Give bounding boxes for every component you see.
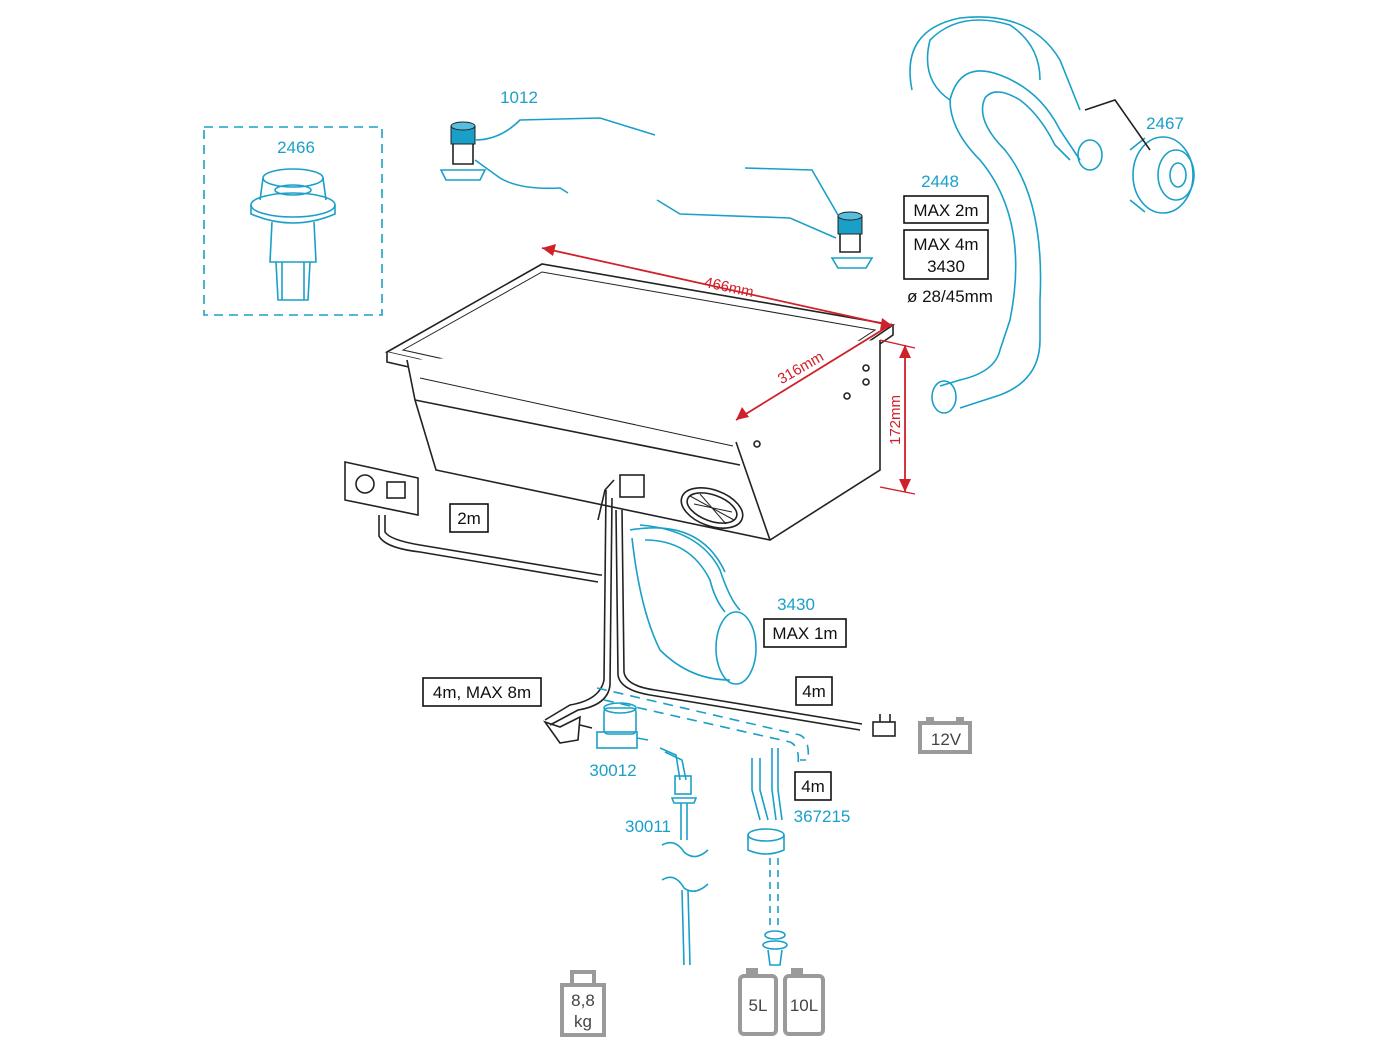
cooker-unit [384,263,896,541]
part-2467-label: 2467 [1146,114,1184,133]
max-1m-text: MAX 1m [772,624,837,643]
max-4m-box [903,229,989,280]
max-2m-text: MAX 2m [913,201,978,220]
fuel-line-box [422,677,542,707]
power-4m-text: 4m [802,682,826,701]
tank-adapter-367215 [747,748,788,966]
part-2448-label: 2448 [921,172,959,191]
part-30012-label: 30012 [589,761,636,780]
tank-4m-text: 4m [801,777,825,796]
dimension-length [541,244,894,330]
cable-2m-box [449,503,489,533]
tank-10l-icon [783,968,825,1036]
dimension-width [735,323,893,421]
cable-2m-text: 2m [457,509,481,528]
fuel-line-text: 4m, MAX 8m [433,683,531,702]
tank-5l-label: 5L [749,996,768,1015]
max-4m-text: MAX 4m [913,235,978,254]
part-2466-label: 2466 [277,138,315,157]
tank-10l-label: 10L [790,996,818,1015]
fuse-holder [872,714,896,737]
exhaust-outlet-2467 [1084,99,1195,214]
max-4m-part-text: 3430 [927,257,965,276]
fuel-filter [542,715,593,744]
igniter-1012 [439,117,874,269]
control-panel [344,461,602,583]
max-2m-box [903,195,989,224]
tank-4m-box [794,771,832,801]
voltage-text: 12V [931,730,962,749]
supply-lines [544,489,863,766]
battery-12v-icon [918,717,972,754]
exhaust-hose-2448 [909,16,1103,414]
part-367215-label: 367215 [794,807,851,826]
tank-5l-icon [738,968,778,1036]
fuel-pickup-30011 [659,747,709,966]
part-30011-label: 30011 [625,817,671,836]
part-3430-label: 3430 [777,595,815,614]
weight-icon [560,970,606,1037]
fan-grille-icon [680,487,744,529]
part-1012-label: 1012 [500,88,538,107]
air-intake-3430 [629,524,757,685]
weight-unit: kg [574,1012,592,1031]
height-label: 172mm [887,395,904,445]
weight-value: 8,8 [571,991,595,1010]
max-1m-box [763,618,847,648]
burner-head-2466 [203,126,383,316]
diameter-text: ø 28/45mm [907,287,993,306]
power-4m-box [795,676,833,706]
dimension-height [879,339,916,495]
fuel-pump-30012 [596,702,649,749]
